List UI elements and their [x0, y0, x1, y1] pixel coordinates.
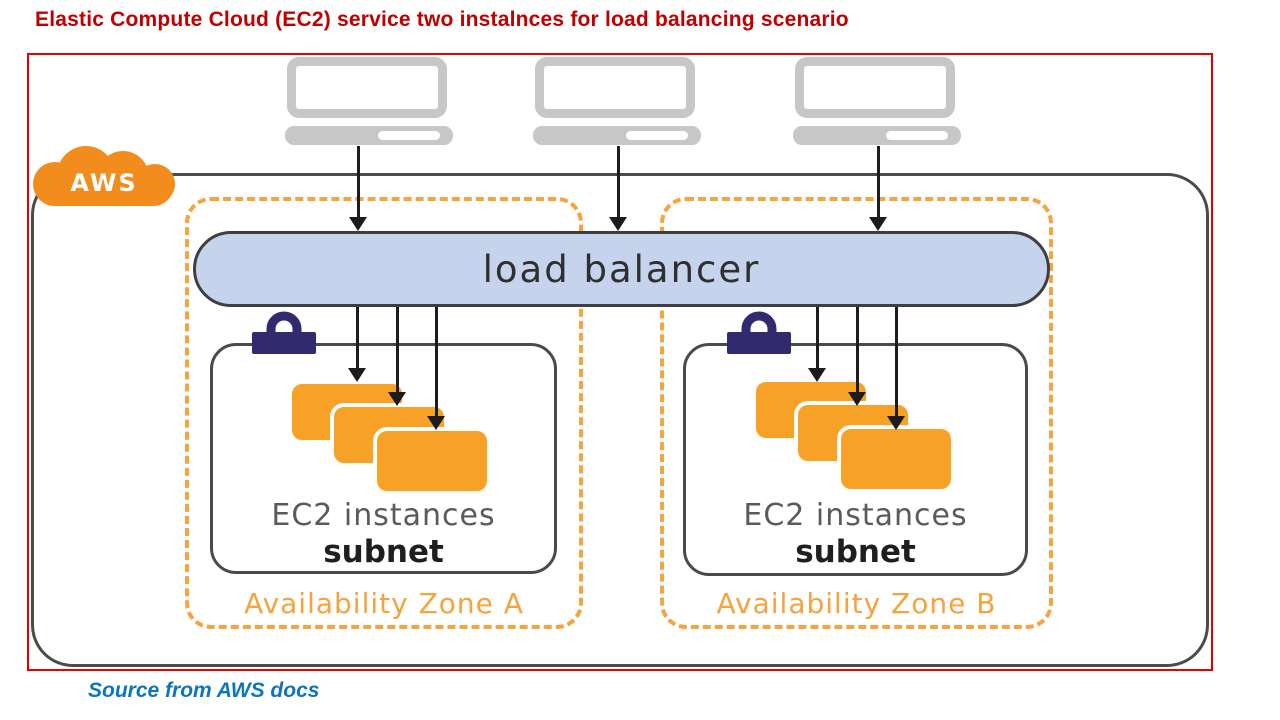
client-computer-3	[793, 57, 961, 146]
arrow-client3-to-lb	[876, 146, 880, 217]
subnet-label: subnet	[795, 534, 916, 570]
keyboard-icon	[285, 126, 453, 145]
ec2-instances-label: EC2 instances	[743, 498, 968, 533]
keyboard-detail	[378, 131, 440, 140]
monitor-icon	[535, 57, 695, 118]
subnet-label: subnet	[323, 534, 444, 570]
source-note: Source from AWS docs	[88, 679, 320, 702]
load-balancer-label: load balancer	[482, 247, 761, 291]
arrow-client1-to-lb	[356, 146, 360, 217]
keyboard-detail	[886, 131, 948, 140]
subnet-a-labels: EC2 instances subnet	[210, 498, 557, 570]
ec2-instances-label: EC2 instances	[271, 498, 496, 533]
arrow-lb-to-instance-b3	[894, 307, 898, 416]
arrow-lb-to-instance-b1	[815, 307, 819, 368]
availability-zone-b: Availability Zone B	[660, 197, 1053, 629]
availability-zone-a: Availability Zone A	[185, 197, 583, 629]
client-computer-2	[533, 57, 701, 146]
ec2-instance-icon	[373, 427, 491, 495]
monitor-icon	[287, 57, 447, 118]
page-title: Elastic Compute Cloud (EC2) service two …	[35, 8, 849, 31]
zone-b-label: Availability Zone B	[716, 587, 997, 620]
cloud-shape	[35, 168, 173, 206]
keyboard-icon	[793, 126, 961, 145]
arrow-lb-to-instance-a1	[355, 307, 359, 368]
keyboard-icon	[533, 126, 701, 145]
subnet-b-labels: EC2 instances subnet	[683, 498, 1028, 570]
arrow-client2-to-lb	[616, 146, 620, 217]
lock-icon	[252, 311, 316, 354]
client-computer-1	[285, 57, 453, 146]
aws-cloud-label: AWS	[70, 169, 138, 197]
arrow-lb-to-instance-a3	[434, 307, 438, 416]
aws-cloud-icon: AWS	[33, 146, 175, 206]
zone-a-label: Availability Zone A	[244, 587, 524, 620]
load-balancer: load balancer	[193, 231, 1050, 307]
aws-cloud-boundary	[31, 173, 1209, 667]
arrow-lb-to-instance-a2	[395, 307, 399, 392]
monitor-icon	[795, 57, 955, 118]
diagram-frame	[27, 53, 1213, 671]
keyboard-detail	[626, 131, 688, 140]
arrow-lb-to-instance-b2	[855, 307, 859, 392]
lock-icon	[727, 311, 791, 354]
ec2-instance-icon	[837, 425, 955, 493]
